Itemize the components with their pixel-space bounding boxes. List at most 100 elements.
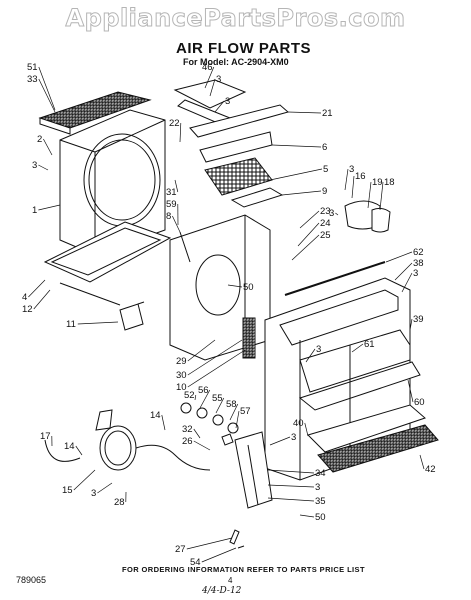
callout-leader (38, 204, 61, 211)
callout-leader (267, 497, 315, 502)
callout-leader (367, 181, 372, 209)
power-cord-part (44, 409, 211, 471)
callout-leader (299, 514, 315, 518)
callout-leader (351, 343, 364, 353)
callout-leader (385, 251, 413, 263)
callout-leader (235, 410, 240, 429)
callout-label: 3 (316, 344, 321, 355)
callout-label: 3 (349, 164, 354, 175)
support-rod-part (284, 261, 386, 296)
callout-label: 23 (320, 206, 331, 217)
callout-label: 16 (355, 171, 366, 182)
callout-label: 57 (240, 406, 251, 417)
callout-leader (351, 175, 355, 199)
callout-leader (209, 78, 216, 97)
callout-leader (229, 403, 239, 421)
callout-leader (304, 422, 309, 437)
callout-leader (305, 348, 316, 363)
callout-label: 6 (322, 142, 327, 153)
callout-leader (379, 181, 384, 211)
callout-leader (281, 190, 322, 196)
callout-label: 58 (226, 399, 237, 410)
callout-label: 3 (329, 208, 334, 219)
callout-label: 60 (414, 397, 425, 408)
callout-label: 18 (384, 177, 395, 188)
model-line: For Model: AC-2904-XM0 (183, 57, 289, 67)
callout-leader (38, 66, 56, 111)
callout-label: 12 (22, 304, 33, 315)
callout-leaders (28, 66, 425, 563)
callout-label: 3 (32, 160, 37, 171)
callout-leader (267, 469, 315, 474)
page-number: 4 (228, 576, 233, 585)
callout-label: 40 (293, 418, 304, 429)
callout-leader (204, 66, 215, 89)
callout-leader (214, 100, 225, 113)
bottom-filter-part (307, 404, 439, 473)
callout-label: 50 (315, 512, 326, 523)
hardware-screws (229, 529, 245, 549)
callout-leader (409, 318, 413, 331)
callout-label: 55 (212, 393, 223, 404)
callout-label: 38 (413, 258, 424, 269)
callout-label: 30 (176, 370, 187, 381)
callout-leader (215, 397, 225, 414)
base-pan-part (43, 221, 172, 306)
callout-label: 22 (169, 118, 180, 129)
knob-parts (180, 402, 239, 446)
callout-label: 25 (320, 230, 331, 241)
callout-leader (75, 445, 83, 456)
callout-label: 54 (190, 557, 201, 568)
control-bracket-part (234, 431, 273, 509)
callout-label: 56 (198, 385, 209, 396)
callout-leader (193, 440, 211, 451)
callout-label: 15 (62, 485, 73, 496)
callout-label: 3 (291, 432, 296, 443)
callout-label: 59 (166, 199, 177, 210)
callout-label: 21 (322, 108, 333, 119)
callout-label: 17 (40, 431, 51, 442)
callout-leader (43, 138, 53, 156)
callout-label: 52 (184, 390, 195, 401)
callout-label: 42 (425, 464, 436, 475)
callout-leader (335, 212, 339, 216)
callout-leader (287, 111, 322, 114)
filter-top-part (38, 91, 152, 135)
callout-label: 9 (322, 186, 327, 197)
callout-leader (291, 234, 320, 261)
callout-label: 29 (176, 356, 187, 367)
callout-leader (187, 349, 246, 388)
watermark: AppliancePartsPros.com (65, 4, 406, 33)
callout-leader (161, 414, 166, 431)
callout-leader (28, 279, 46, 298)
callout-leader (97, 482, 113, 494)
callout-leader (269, 436, 291, 446)
callout-leader (73, 469, 96, 491)
callout-label: 34 (315, 468, 326, 479)
callout-label: 3 (315, 482, 320, 493)
grille-part (204, 157, 273, 196)
callout-label: 28 (114, 497, 125, 508)
callout-leader (38, 78, 56, 113)
callout-label: 8 (166, 211, 171, 222)
callout-leader (33, 289, 51, 310)
callout-leader (194, 394, 197, 401)
callout-label: 10 (176, 382, 187, 393)
callout-leader (407, 379, 414, 403)
callout-leader (193, 428, 201, 439)
callout-label: 3 (413, 268, 418, 279)
callout-leader (267, 484, 315, 488)
callout-leader (419, 454, 425, 470)
handwritten-note: 4/4-D-12 (202, 586, 242, 596)
callout-label: 11 (66, 319, 76, 330)
vent-strip-part (242, 317, 256, 359)
callout-label: 62 (413, 247, 424, 258)
diagram-title: AIR FLOW PARTS (176, 40, 312, 57)
callout-label: 46 (202, 62, 213, 73)
callout-label: 19 (372, 177, 383, 188)
callout-leader (187, 339, 216, 362)
callout-label: 51 (27, 62, 38, 73)
callout-label: 50 (243, 282, 254, 293)
